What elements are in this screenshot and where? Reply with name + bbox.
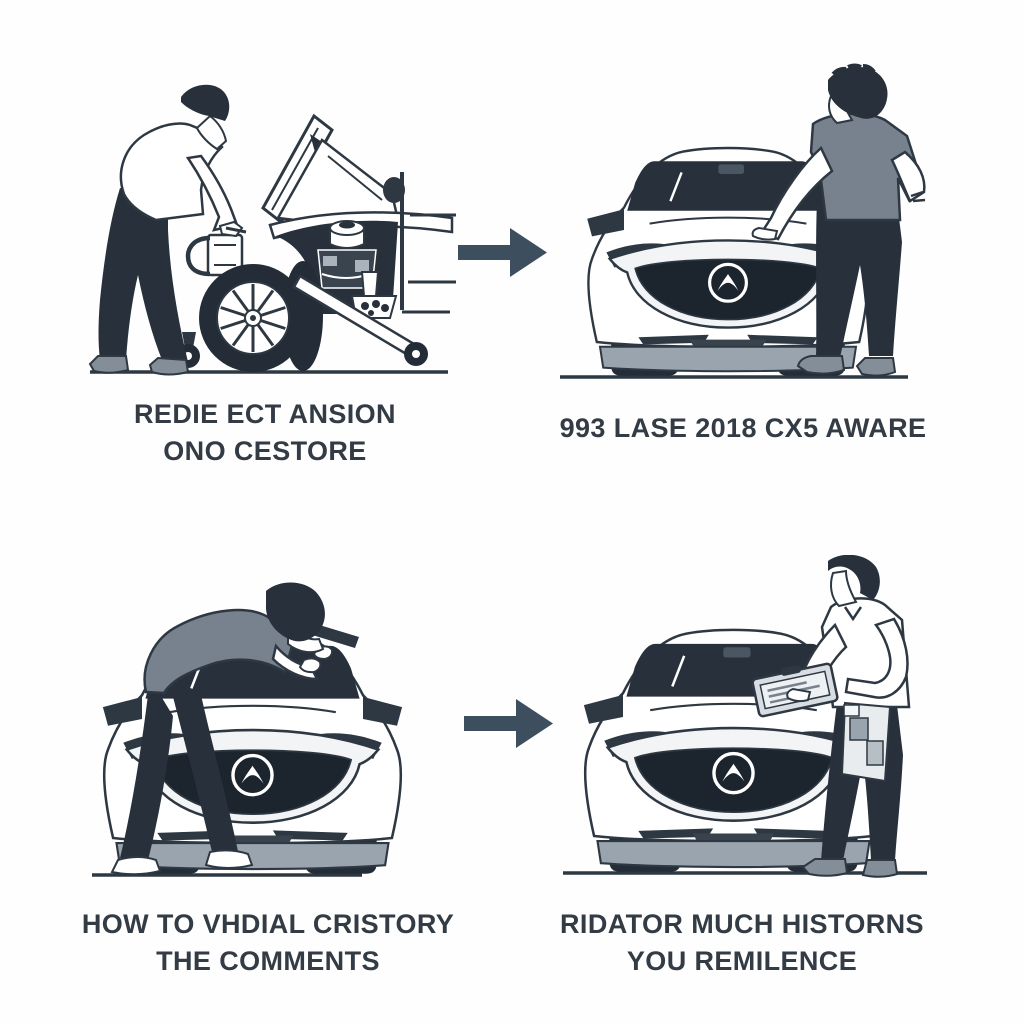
right-arrow-icon — [464, 699, 553, 748]
caption-report-review: RIDATOR MUCH HISTORNS YOU REMILENCE — [512, 906, 972, 980]
right-arrow-icon — [458, 228, 547, 277]
caption-line: ONO CESTORE — [163, 436, 367, 466]
technician-with-clipboard — [751, 555, 911, 878]
illustration-report-review — [563, 555, 927, 878]
illustration-engine-service — [88, 84, 456, 376]
caption-exterior-check: 993 LASE 2018 CX5 AWARE — [513, 410, 973, 447]
caption-line: HOW TO VHDIAL CRISTORY — [81, 909, 455, 939]
caption-line: RIDATOR MUCH HISTORNS — [560, 909, 924, 939]
caption-line: THE COMMENTS — [156, 946, 380, 976]
illustration-exterior-check — [560, 63, 926, 379]
caption-line: REDIE ECT ANSION — [134, 399, 396, 429]
caption-line: 993 LASE 2018 CX5 AWARE — [559, 413, 927, 443]
illustration-hood-inspection — [92, 582, 480, 877]
technician-bending — [88, 84, 247, 376]
caption-engine-service: REDIE ECT ANSION ONO CESTORE — [35, 396, 495, 470]
caption-line: YOU REMILENCE — [626, 946, 858, 976]
technician-touching-hood — [751, 63, 926, 377]
caption-hood-inspection: HOW TO VHDIAL CRISTORY THE COMMENTS — [38, 906, 498, 980]
technician-leaning-over-hood — [110, 582, 359, 876]
